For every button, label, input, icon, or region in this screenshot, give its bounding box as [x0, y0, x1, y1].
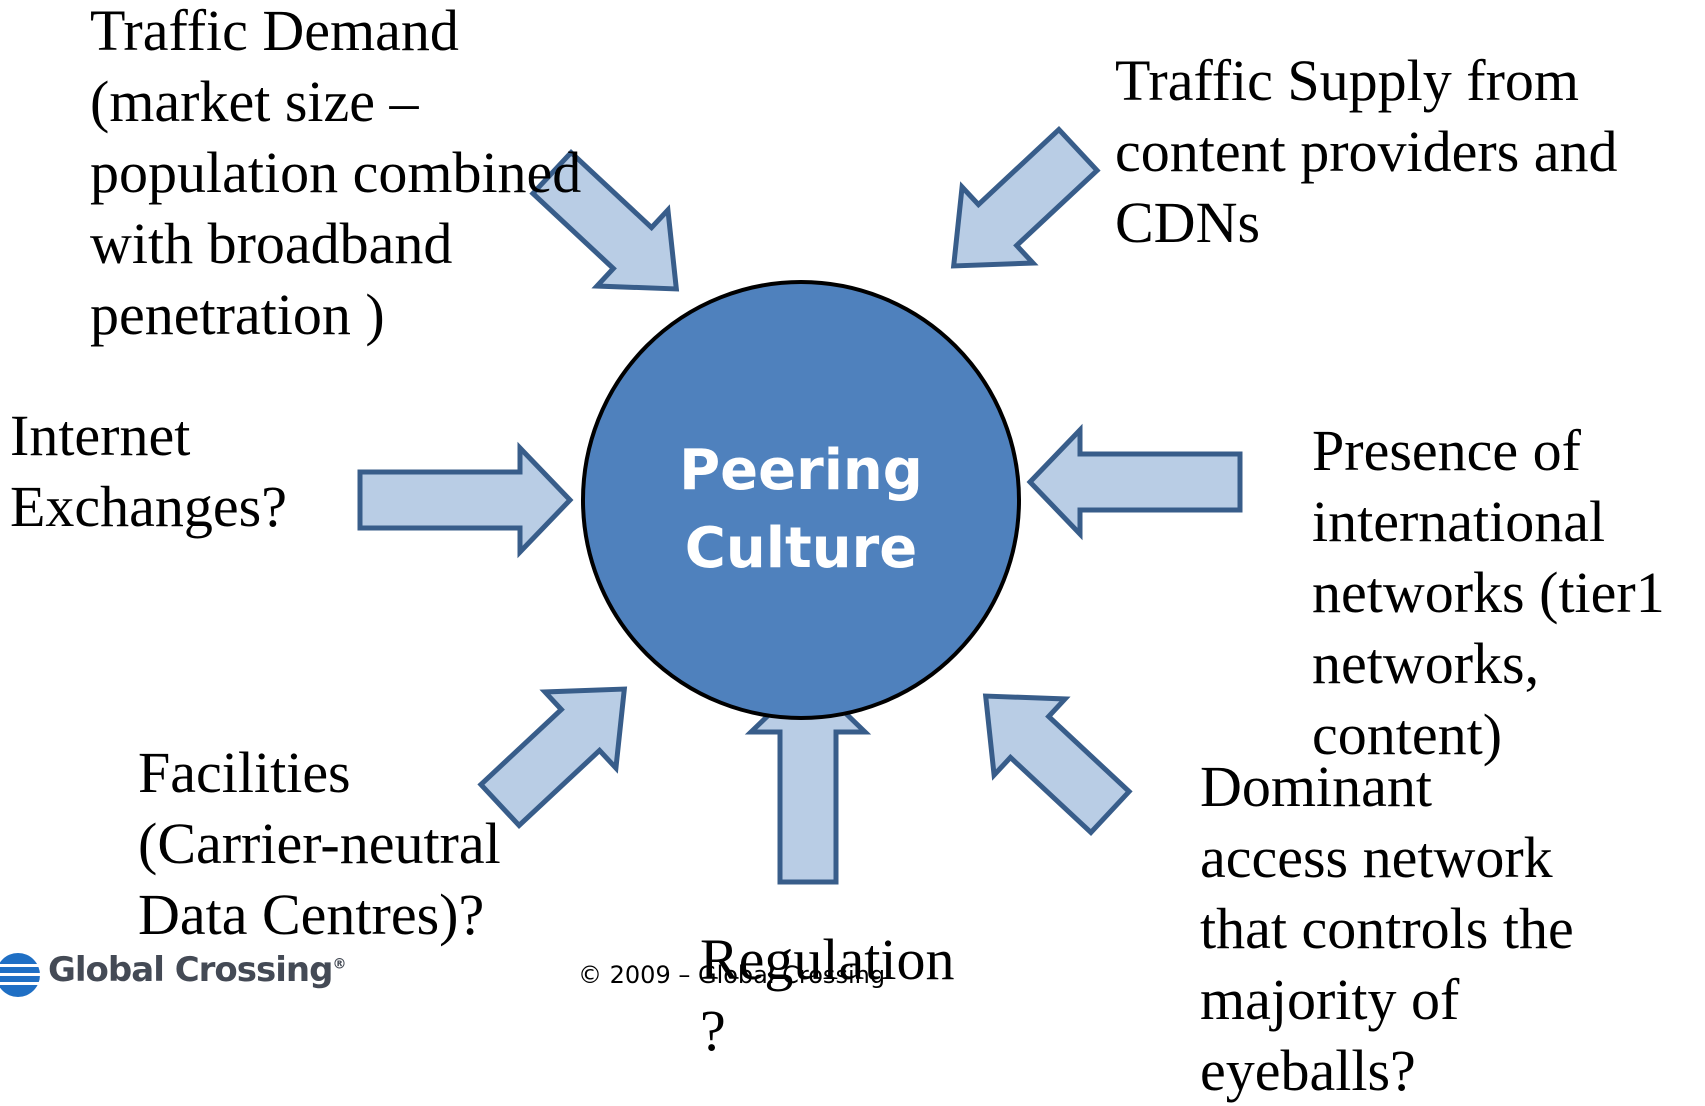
label-line: international	[1312, 489, 1606, 554]
logo-wordmark: Global Crossing	[48, 950, 333, 990]
label-line: Regulation	[700, 927, 955, 992]
arrow-from-presence-international	[1026, 423, 1243, 541]
label-line: with broadband	[90, 211, 453, 276]
peering-culture-circle	[581, 280, 1021, 720]
label-dominant-access: Dominant access network that controls th…	[1200, 751, 1574, 1106]
label-line: networks (tier1	[1312, 560, 1665, 625]
global-crossing-logo-text: Global Crossing®	[48, 950, 346, 990]
diagram-canvas: Peering Culture	[0, 125, 1243, 997]
label-facilities: Facilities (Carrier-neutral Data Centres…	[138, 737, 501, 950]
global-crossing-logo-icon	[0, 953, 40, 997]
label-line: majority of	[1200, 967, 1460, 1032]
label-internet-exchanges: Internet Exchanges?	[10, 400, 287, 542]
label-line: Facilities	[138, 740, 351, 805]
label-line: content providers and	[1115, 119, 1618, 184]
label-regulation: Regulation ?	[700, 924, 955, 1066]
label-line: content)	[1312, 702, 1503, 767]
label-line: Traffic Demand	[90, 0, 459, 63]
arrow-from-dominant-access	[982, 693, 1133, 837]
label-line: that controls the	[1200, 896, 1574, 961]
label-line: access network	[1200, 825, 1553, 890]
arrow-from-internet-exchanges	[357, 441, 574, 559]
registered-mark: ®	[332, 956, 346, 973]
label-line: networks,	[1312, 631, 1540, 696]
label-line: Traffic Supply from	[1115, 48, 1579, 113]
arrows-group	[357, 125, 1243, 885]
label-line: Dominant	[1200, 754, 1432, 819]
label-line: eyeballs?	[1200, 1038, 1416, 1103]
label-line: (Carrier-neutral	[138, 811, 501, 876]
label-line: Data Centres)?	[138, 882, 485, 947]
copyright-notice: © 2009 – Global Crossing	[578, 961, 886, 989]
label-line: Exchanges?	[10, 474, 287, 539]
label-traffic-demand: Traffic Demand (market size – population…	[90, 0, 581, 350]
label-line: (market size –	[90, 69, 419, 134]
arrow-from-traffic-supply	[950, 125, 1101, 269]
center-label-line-1: Peering	[679, 438, 923, 503]
arrow-from-facilities	[477, 686, 628, 830]
label-line: Presence of	[1312, 418, 1581, 483]
label-line: population combined	[90, 140, 582, 205]
center-label-line-2: Culture	[685, 516, 917, 581]
label-line: Internet	[10, 403, 191, 468]
label-traffic-supply: Traffic Supply from content providers an…	[1115, 45, 1618, 258]
label-line: CDNs	[1115, 190, 1261, 255]
label-presence-international: Presence of international networks (tier…	[1312, 415, 1665, 770]
label-line: penetration )	[90, 282, 385, 347]
arrow-from-traffic-demand	[529, 148, 680, 292]
label-line: ?	[700, 998, 726, 1063]
